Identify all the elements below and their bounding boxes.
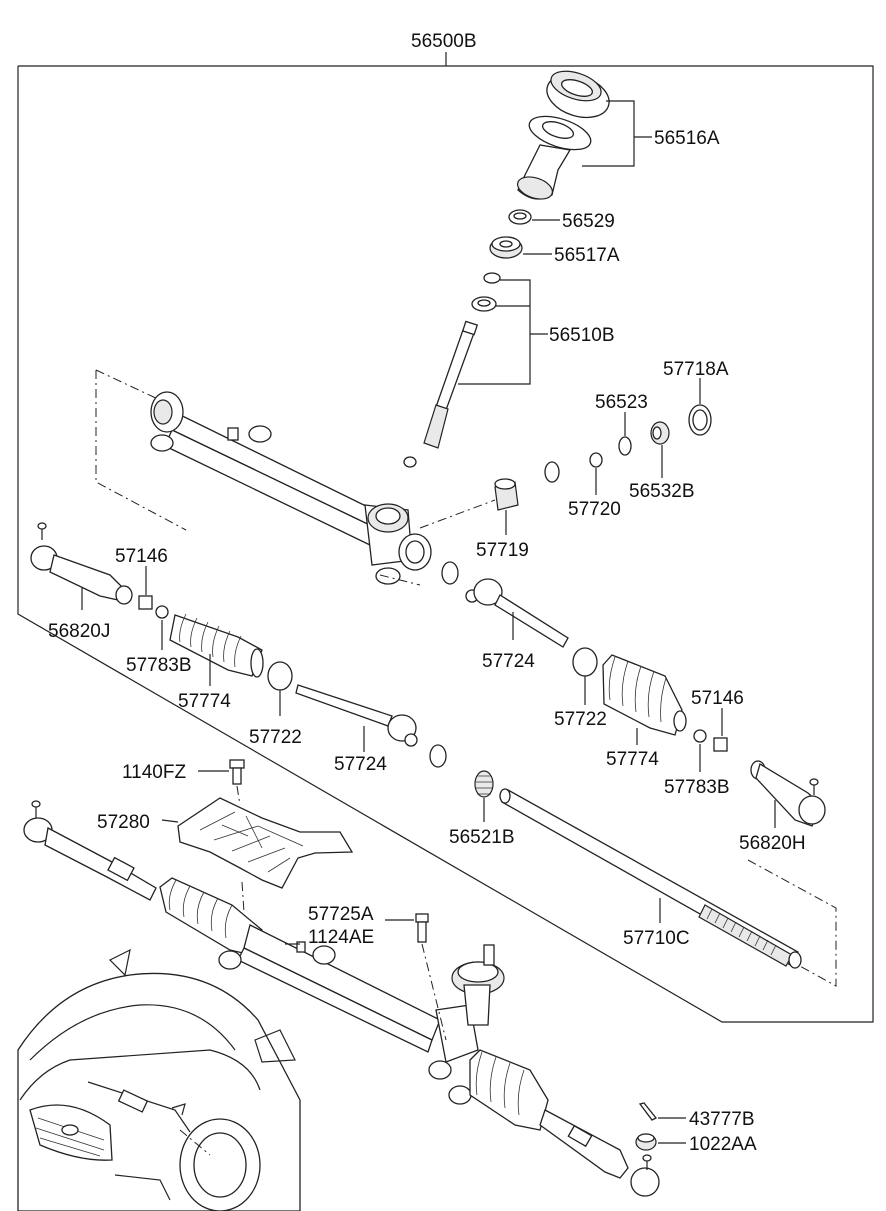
label-57146-left: 57146: [115, 546, 168, 567]
label-56516A: 56516A: [654, 128, 720, 149]
nut-57146-left-icon: [138, 566, 153, 610]
tie-rod-end-right-icon: [750, 760, 826, 828]
label-56521B: 56521B: [449, 827, 515, 848]
rack-bar-icon: [499, 788, 837, 987]
bellows-boot-left-icon: [169, 613, 264, 686]
snap-ring-left-icon: [429, 744, 447, 768]
bellows-boot-right-icon: [602, 654, 687, 745]
label-56820J: 56820J: [48, 621, 110, 642]
tie-rod-end-left-icon: [30, 522, 133, 610]
bracket-56510B: [458, 279, 548, 385]
cotter-pin-43777B-icon: [638, 1102, 686, 1121]
label-57718A: 57718A: [663, 359, 729, 380]
label-57719: 57719: [476, 540, 529, 561]
label-57725A: 57725A: [308, 904, 374, 925]
label-56523: 56523: [595, 392, 648, 413]
castle-nut-1022AA-icon: [635, 1133, 686, 1151]
label-56529: 56529: [562, 211, 615, 232]
pinion-shaft-icon: [423, 272, 501, 449]
bolt-57725A-icon: [385, 913, 447, 1041]
yoke-parts-icons: [494, 378, 712, 535]
label-57783B-right: 57783B: [664, 777, 730, 798]
label-57146-right: 57146: [691, 688, 744, 709]
locknut-57783B-right-icon: [693, 729, 707, 772]
label-1140FZ: 1140FZ: [122, 762, 186, 783]
pinion-cover-icon: [517, 70, 610, 200]
label-57783B-left: 57783B: [126, 655, 192, 676]
label-43777B: 43777B: [689, 1109, 755, 1130]
complete-gear-assembly-icon: [23, 800, 660, 1197]
label-1124AE: 1124AE: [308, 927, 374, 948]
label-57724-left: 57724: [334, 754, 387, 775]
label-57722-left: 57722: [249, 727, 302, 748]
label-57710C: 57710C: [623, 928, 690, 949]
clamp-57722-left-icon: [267, 661, 293, 716]
assembly-frame: [17, 52, 874, 1023]
bolt-1140FZ-icon: [198, 759, 245, 806]
inner-tie-rod-right-icon: [465, 578, 569, 648]
snap-ring-right-icon: [441, 561, 459, 585]
vehicle-locator-icon: [17, 948, 301, 1211]
label-56820H: 56820H: [739, 833, 806, 854]
label-57720: 57720: [568, 499, 621, 520]
label-57280: 57280: [97, 812, 150, 833]
label-57774-right: 57774: [606, 749, 659, 770]
leader-57719: [419, 499, 496, 529]
pinion-gear-56521B-icon: [474, 770, 494, 822]
label-56510B: 56510B: [549, 325, 615, 346]
bearing-56517A-icon: [489, 236, 552, 259]
clamp-57722-right-icon: [572, 647, 598, 705]
label-57724-right: 57724: [482, 651, 535, 672]
label-56517A: 56517A: [554, 245, 620, 266]
bracket-56516A: [582, 100, 652, 167]
steering-rack-housing-icon: [95, 369, 432, 586]
label-56532B: 56532B: [629, 481, 695, 502]
label-57774-left: 57774: [178, 691, 231, 712]
label-1022AA: 1022AA: [689, 1134, 757, 1155]
locknut-57783B-left-icon: [155, 605, 169, 650]
heat-protector-57280-icon: [161, 797, 354, 913]
label-57722-right: 57722: [554, 709, 607, 730]
seal-ring-56529-icon: [508, 209, 560, 225]
inner-tie-rod-left-icon: [295, 684, 418, 752]
nut-57146-right-icon: [713, 708, 728, 752]
